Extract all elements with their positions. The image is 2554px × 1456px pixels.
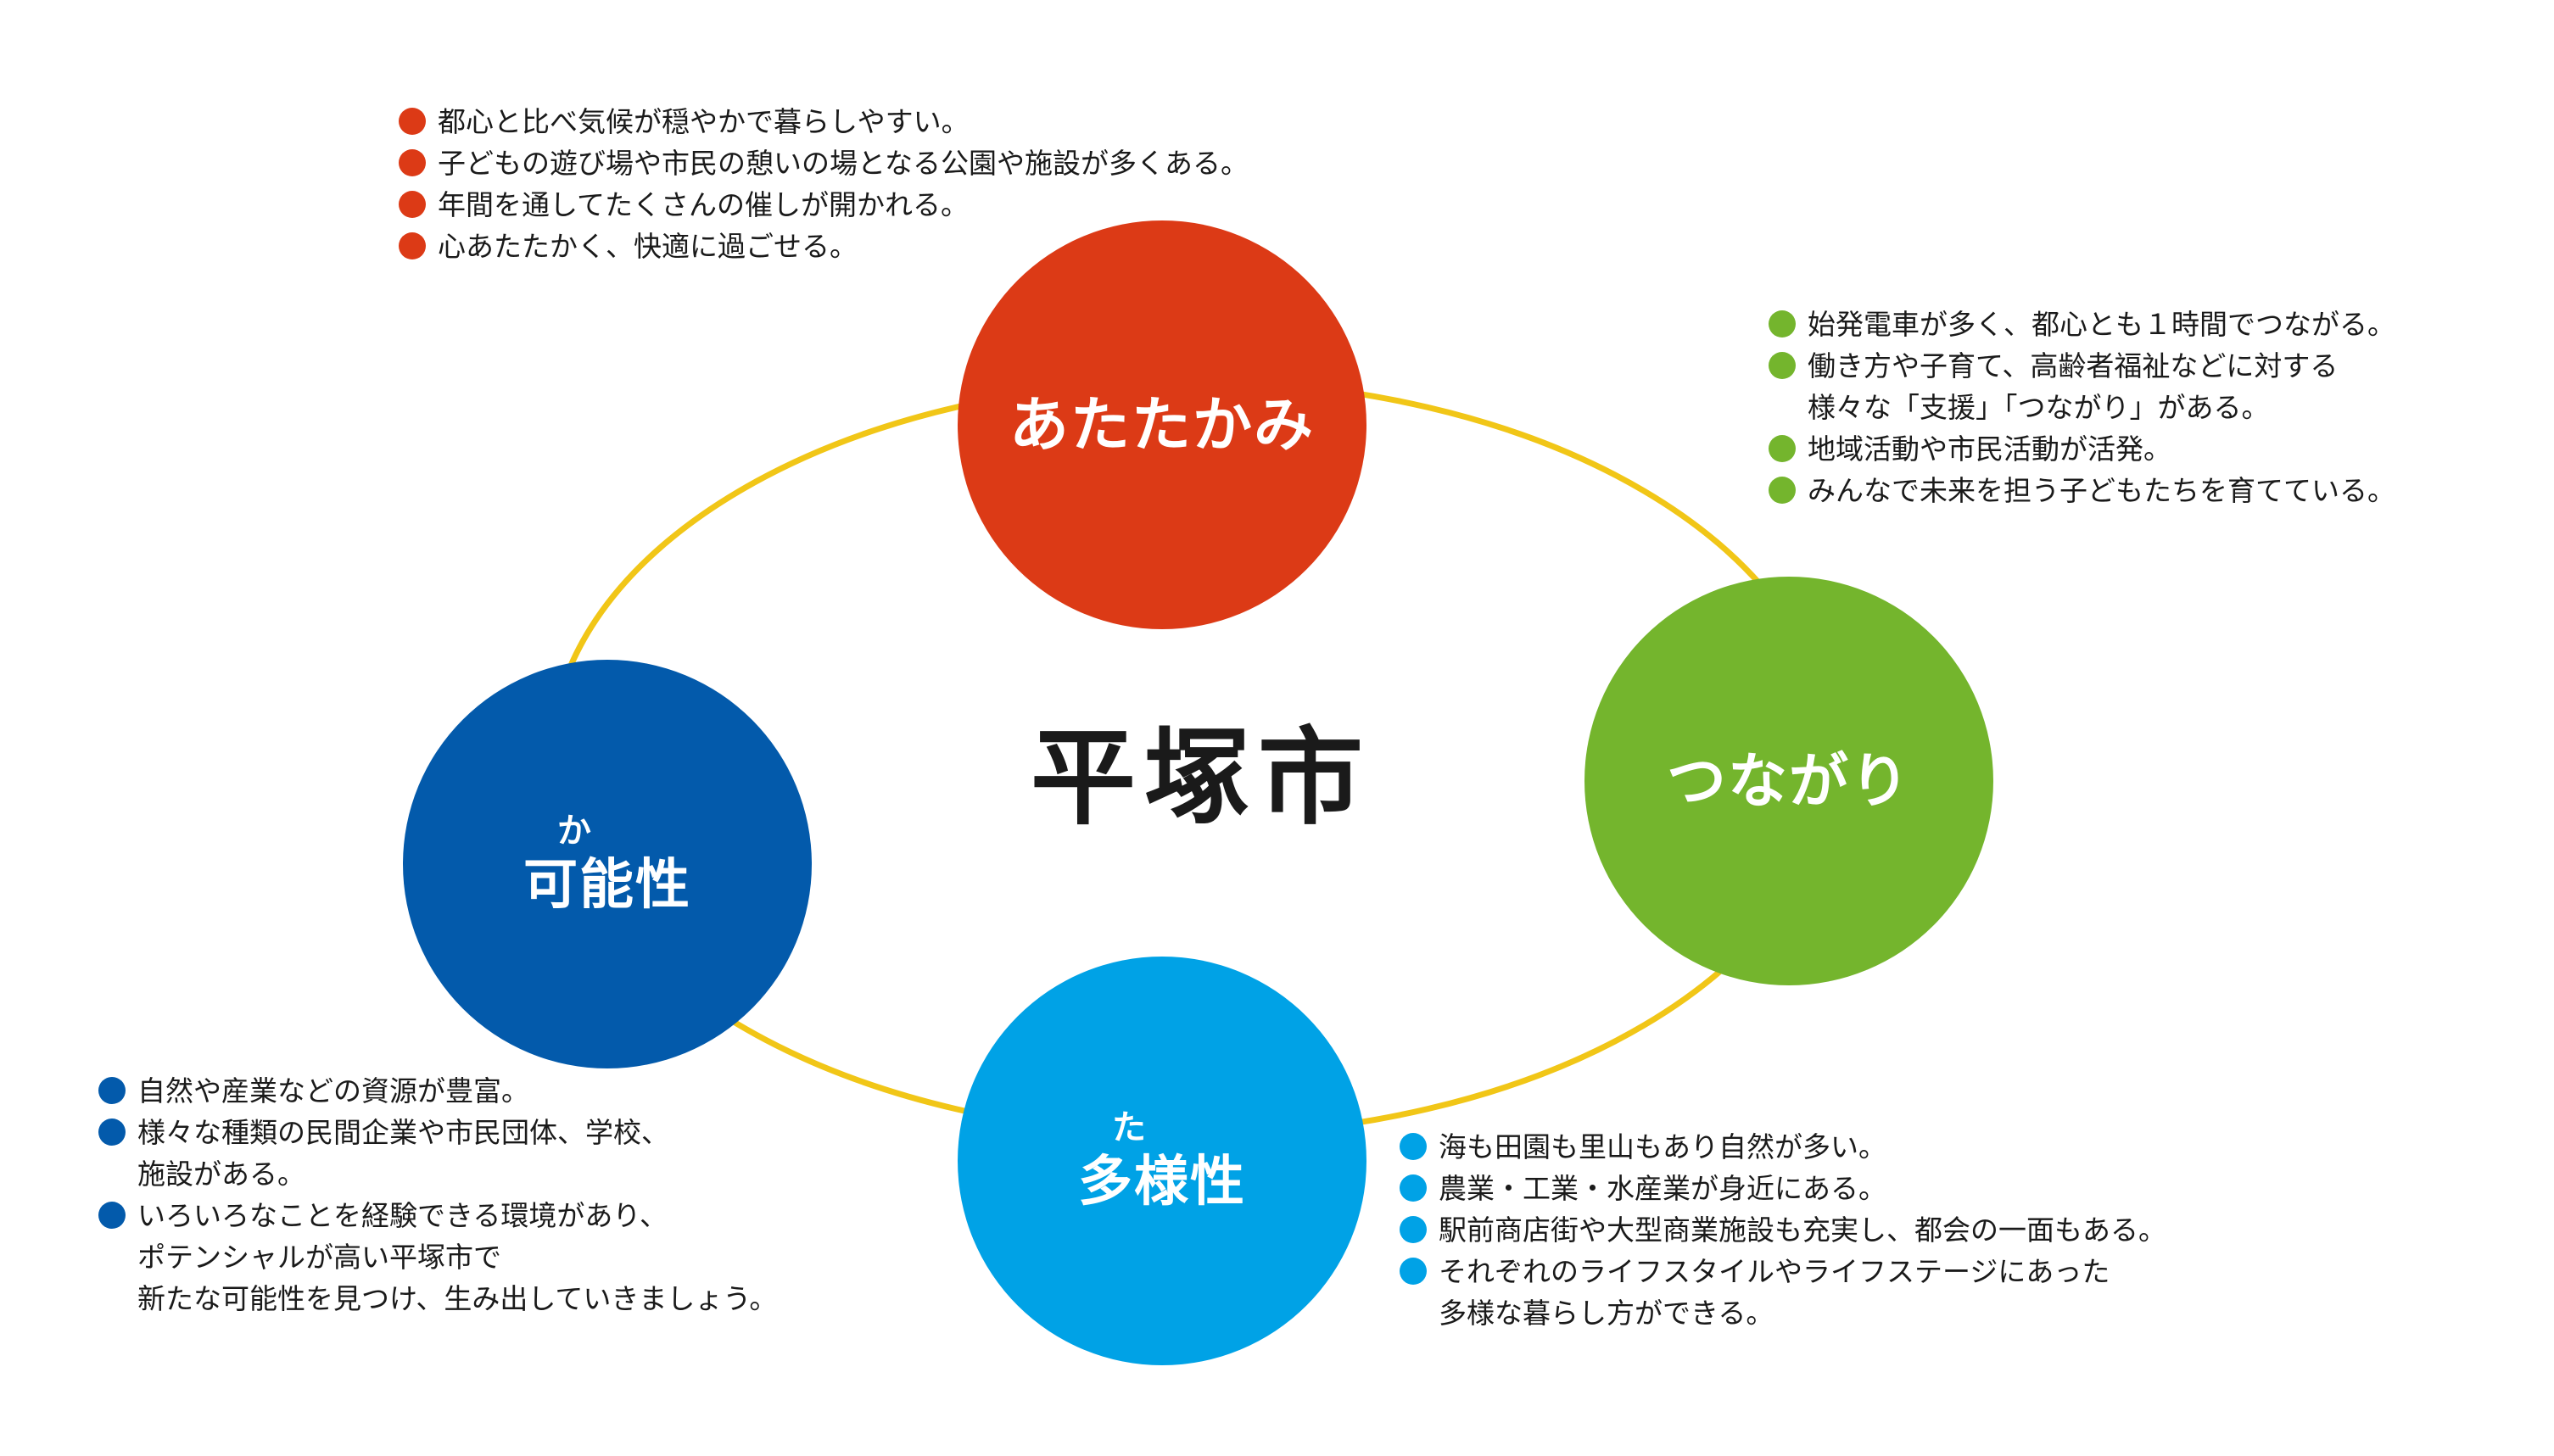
list-item-text: みんなで未来を担う子どもたちを育てている。 [1808, 474, 2395, 507]
node-tsunagari-label: つながり [1667, 746, 1911, 816]
kanousei-bullet-list: 自然や産業などの資源が豊富。 様々な種類の民間企業や市民団体、学校、施設がある。… [98, 1070, 777, 1319]
atatakami-bullet-list: 都心と比べ気候が穏やかで暮らしやすい。 子どもの遊び場や市民の憩いの場となる公園… [399, 101, 1249, 267]
list-item: 様々な種類の民間企業や市民団体、学校、施設がある。 [98, 1112, 777, 1195]
bullet-dot-icon [98, 1202, 126, 1229]
list-item-text: 海も田園も里山もあり自然が多い。 [1439, 1130, 1886, 1163]
bullet-dot-icon [399, 108, 426, 135]
list-item-text: 農業・工業・水産業が身近にある。 [1439, 1172, 1886, 1205]
list-item-text: 都心と比べ気候が穏やかで暮らしやすい。 [438, 105, 970, 138]
list-item: 心あたたかく、快適に過ごせる。 [399, 226, 1249, 267]
node-kanousei-ruby: か [557, 812, 591, 851]
center-title: 平塚市 [1031, 717, 1372, 840]
bullet-dot-icon [1769, 352, 1796, 379]
node-tayousei-ruby: た [1112, 1108, 1146, 1147]
node-atatakami-label: あたたかみ [1009, 390, 1315, 460]
node-atatakami: あたたかみ [958, 220, 1366, 629]
list-item-text: 地域活動や市民活動が活発。 [1808, 432, 2171, 466]
list-item-text: 自然や産業などの資源が豊富。 [137, 1074, 529, 1107]
list-item-text: 年間を通してたくさんの催しが開かれる。 [438, 188, 970, 221]
node-tsunagari: つながり [1584, 577, 1993, 985]
list-item-text: 様々な種類の民間企業や市民団体、学校、施設がある。 [137, 1116, 669, 1191]
bullet-dot-icon [1400, 1216, 1427, 1243]
list-item: 年間を通してたくさんの催しが開かれる。 [399, 184, 1249, 226]
list-item-text: 子どもの遊び場や市民の憩いの場となる公園や施設が多くある。 [438, 147, 1249, 180]
list-item: 地域活動や市民活動が活発。 [1769, 428, 2395, 470]
bullet-dot-icon [399, 149, 426, 176]
bullet-dot-icon [1400, 1258, 1427, 1285]
list-item-text: 駅前商店街や大型商業施設も充実し、都会の一面もある。 [1439, 1213, 2166, 1247]
list-item: 働き方や子育て、高齢者福祉などに対する様々な「支援」「つながり」がある。 [1769, 345, 2395, 428]
bullet-dot-icon [98, 1077, 126, 1104]
node-kanousei: か 可能性 [403, 660, 812, 1068]
list-item: 子どもの遊び場や市民の憩いの場となる公園や施設が多くある。 [399, 142, 1249, 184]
node-kanousei-label: 可能性 [523, 854, 691, 917]
list-item: 駅前商店街や大型商業施設も充実し、都会の一面もある。 [1400, 1209, 2166, 1251]
list-item: 都心と比べ気候が穏やかで暮らしやすい。 [399, 101, 1249, 142]
bullet-dot-icon [1769, 310, 1796, 338]
bullet-dot-icon [399, 191, 426, 218]
bullet-dot-icon [1400, 1174, 1427, 1202]
bullet-dot-icon [1769, 435, 1796, 462]
bullet-dot-icon [1400, 1133, 1427, 1160]
list-item: 始発電車が多く、都心とも１時間でつながる。 [1769, 304, 2395, 345]
list-item: それぞれのライフスタイルやライフステージにあった多様な暮らし方ができる。 [1400, 1251, 2166, 1334]
list-item-text: 心あたたかく、快適に過ごせる。 [438, 230, 858, 263]
bullet-dot-icon [1769, 477, 1796, 504]
node-tayousei: た 多様性 [958, 957, 1366, 1365]
list-item-text: それぞれのライフスタイルやライフステージにあった多様な暮らし方ができる。 [1439, 1255, 2110, 1330]
list-item-text: いろいろなことを経験できる環境があり、ポテンシャルが高い平塚市で新たな可能性を見… [137, 1199, 778, 1315]
bullet-dot-icon [98, 1118, 126, 1146]
list-item: みんなで未来を担う子どもたちを育てている。 [1769, 470, 2395, 511]
list-item: いろいろなことを経験できる環境があり、ポテンシャルが高い平塚市で新たな可能性を見… [98, 1195, 777, 1319]
list-item: 海も田園も里山もあり自然が多い。 [1400, 1126, 2166, 1168]
bullet-dot-icon [399, 232, 426, 259]
tsunagari-bullet-list: 始発電車が多く、都心とも１時間でつながる。 働き方や子育て、高齢者福祉などに対す… [1769, 304, 2395, 511]
list-item-text: 働き方や子育て、高齢者福祉などに対する様々な「支援」「つながり」がある。 [1808, 349, 2339, 424]
tayousei-bullet-list: 海も田園も里山もあり自然が多い。 農業・工業・水産業が身近にある。 駅前商店街や… [1400, 1126, 2166, 1334]
node-tayousei-label: 多様性 [1078, 1151, 1246, 1213]
list-item: 農業・工業・水産業が身近にある。 [1400, 1168, 2166, 1209]
list-item-text: 始発電車が多く、都心とも１時間でつながる。 [1808, 308, 2395, 341]
list-item: 自然や産業などの資源が豊富。 [98, 1070, 777, 1112]
